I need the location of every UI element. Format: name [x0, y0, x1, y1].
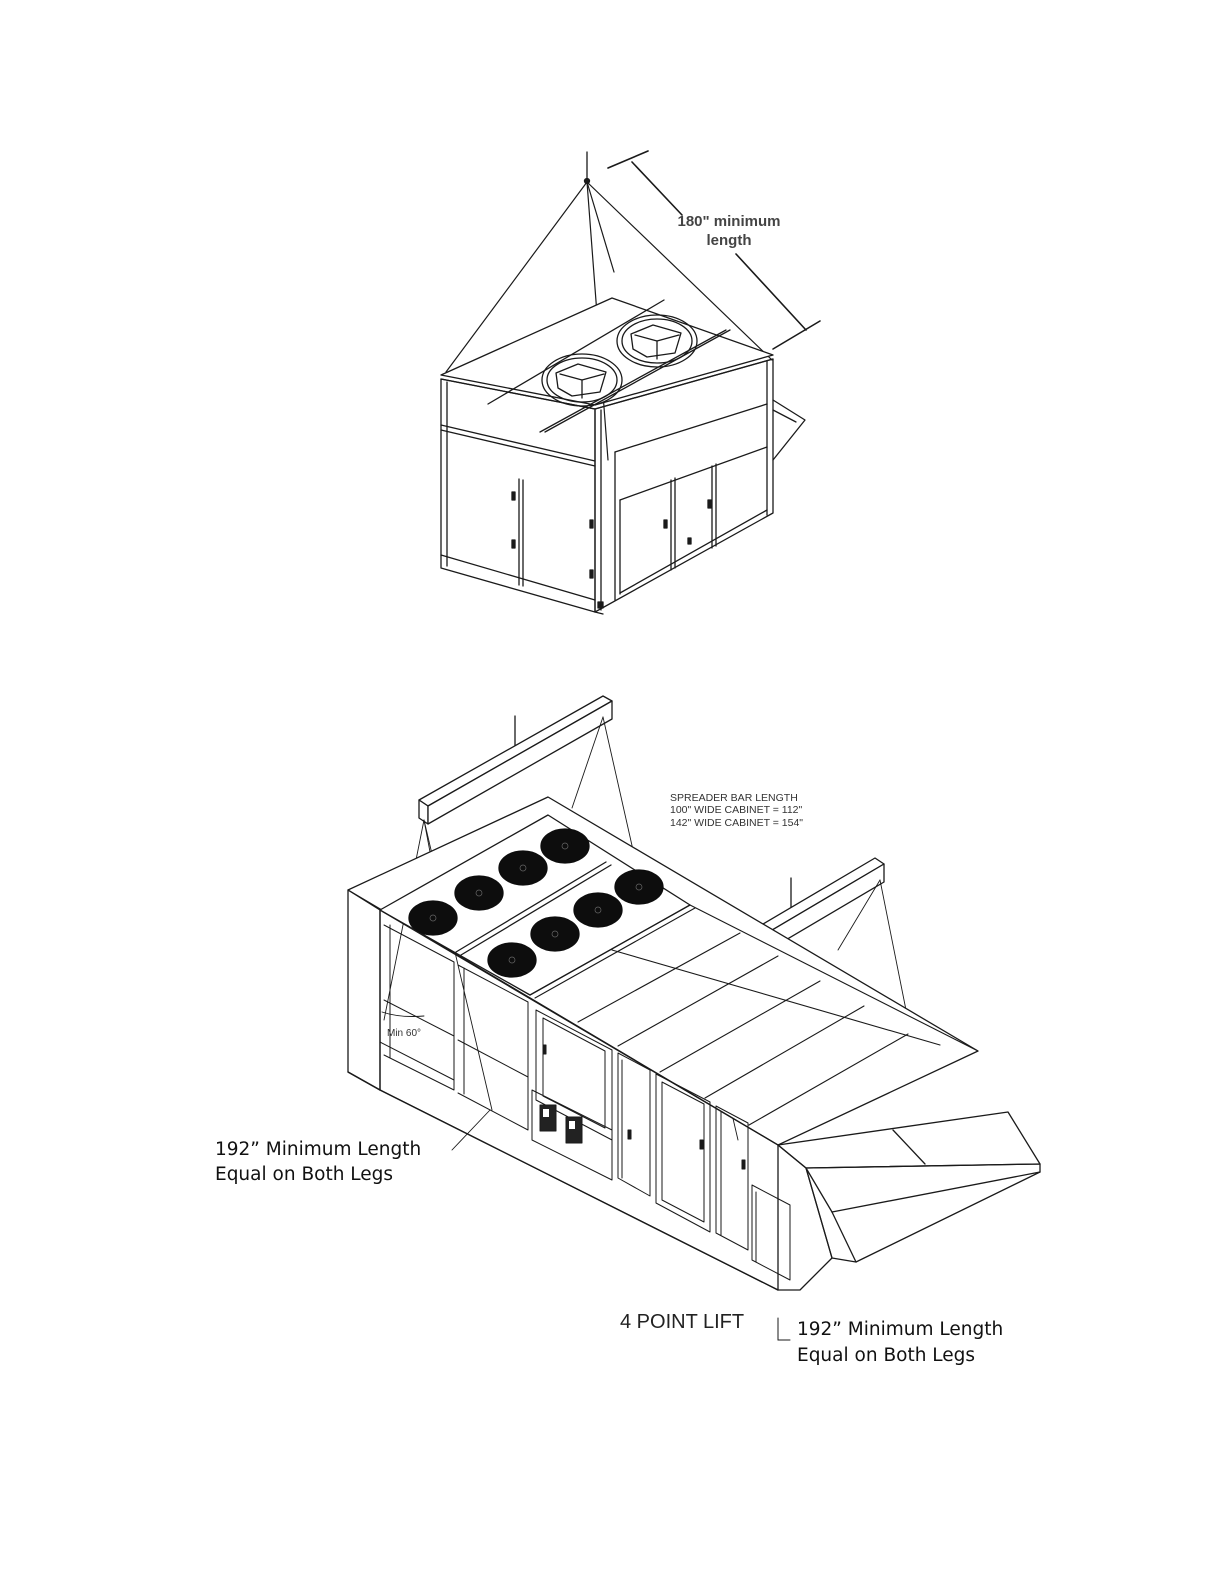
spreader-note-line: 142" WIDE CABINET = 154"	[670, 817, 803, 829]
callout-left: 192” Minimum Length Equal on Both Legs	[215, 1139, 421, 1185]
bottom-unit-drawing: Min 60° SPREADER BAR LENGTH 100" WIDE CA…	[348, 696, 1040, 1340]
leader-line	[452, 1110, 490, 1150]
condenser-fan	[574, 893, 622, 927]
dimension-label: 180" minimum	[678, 213, 781, 230]
dimension-label: length	[707, 232, 752, 249]
intake-hood	[778, 1112, 1040, 1290]
callout-line: 192” Minimum Length	[215, 1139, 421, 1160]
condenser-fan	[541, 829, 589, 863]
spreader-note-line: SPREADER BAR LENGTH	[670, 792, 798, 804]
callout-line: Equal on Both Legs	[215, 1164, 393, 1185]
spreader-bar-note: SPREADER BAR LENGTH 100" WIDE CABINET = …	[670, 792, 803, 829]
condenser-fan	[409, 901, 457, 935]
unit-roof	[348, 797, 978, 1145]
lift-caption: 4 POINT LIFT	[620, 1311, 744, 1333]
top-unit-drawing: 180" minimum length	[441, 151, 820, 614]
condenser-fan	[615, 870, 663, 904]
angle-arc	[382, 1012, 424, 1017]
disconnect-switch	[566, 1117, 582, 1143]
spreader-note-line: 100" WIDE CABINET = 112"	[670, 804, 803, 816]
condenser-fan	[499, 851, 547, 885]
unit-end-wall	[348, 890, 380, 1090]
spreader-bar	[419, 696, 612, 824]
callout-line: 192” Minimum Length	[797, 1319, 1003, 1340]
condenser-fan	[455, 876, 503, 910]
disconnect-switch	[540, 1105, 556, 1131]
condenser-fan	[531, 917, 579, 951]
callout-line: Equal on Both Legs	[797, 1345, 975, 1366]
callout-right: 192” Minimum Length Equal on Both Legs	[797, 1319, 1003, 1366]
unit-hood	[773, 400, 805, 460]
angle-label: Min 60°	[387, 1028, 421, 1039]
condenser-fan	[488, 943, 536, 977]
